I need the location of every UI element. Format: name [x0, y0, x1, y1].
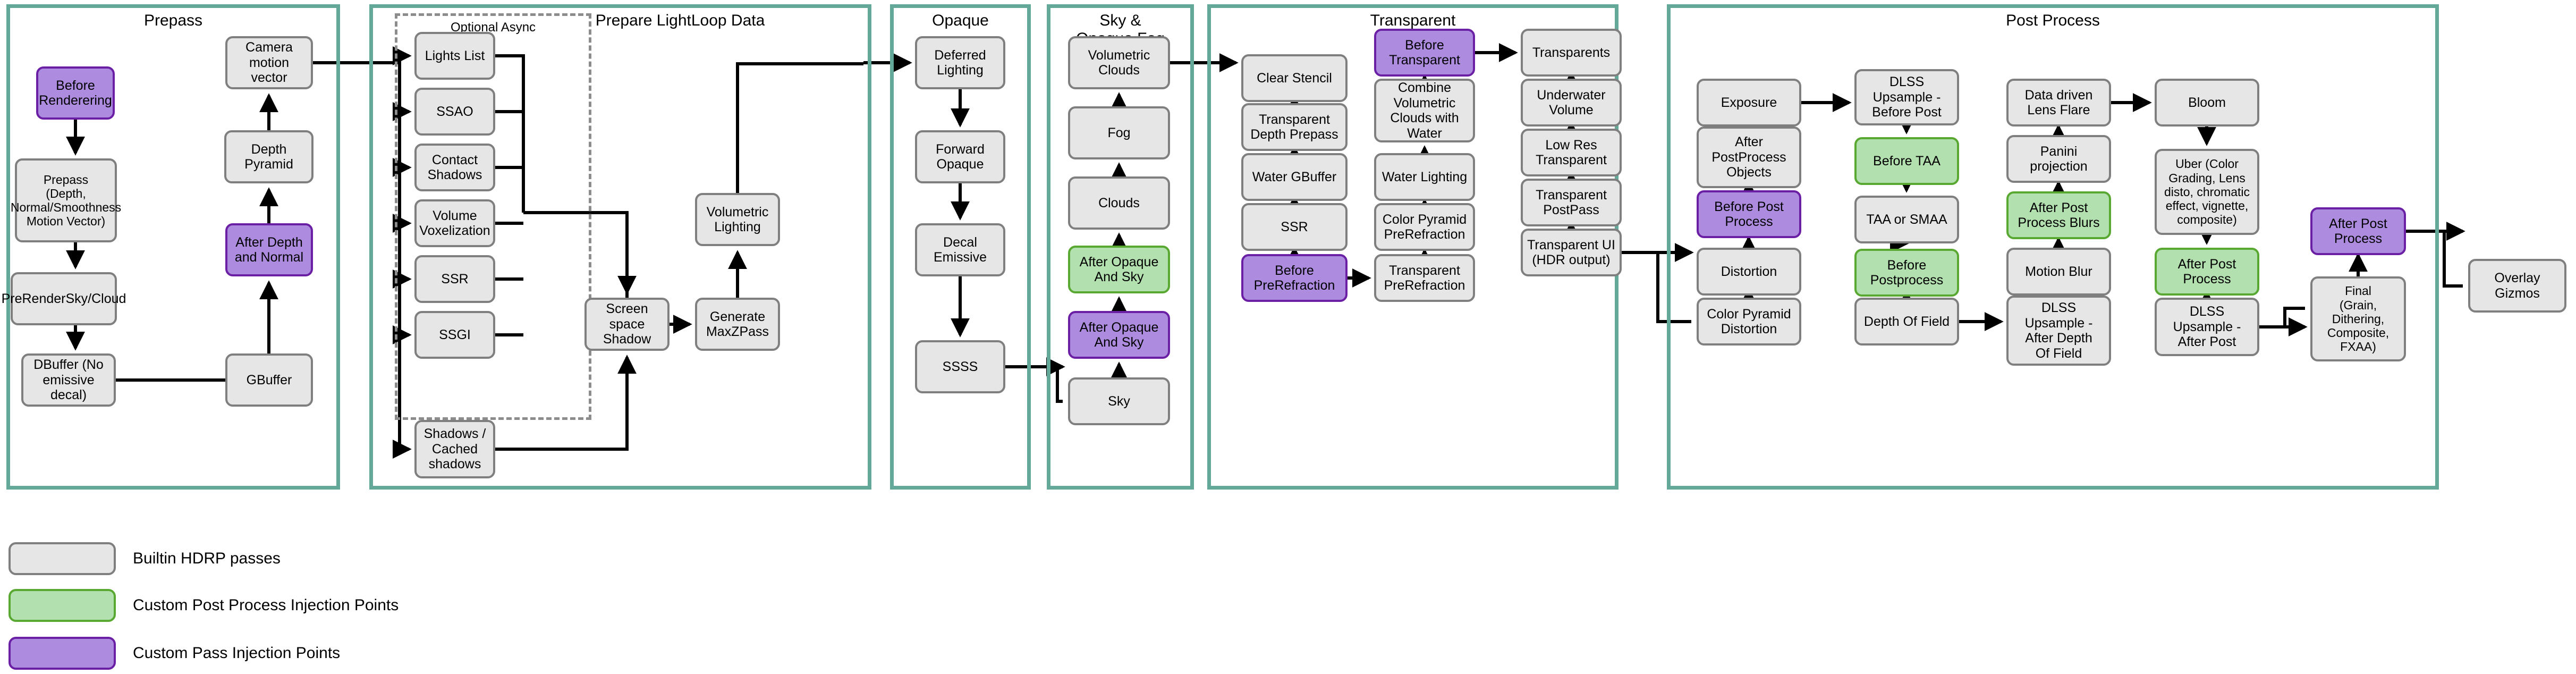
- node-ssss[interactable]: SSSS: [915, 340, 1005, 393]
- node-sky[interactable]: Sky: [1068, 377, 1170, 425]
- node-transparent-ui[interactable]: Transparent UI(HDR output): [1521, 229, 1622, 276]
- node-decal-emissive[interactable]: Decal Emissive: [915, 223, 1005, 276]
- legend-swatch-builtin: [9, 542, 116, 575]
- node-lights-list[interactable]: Lights List: [414, 32, 495, 80]
- node-distortion[interactable]: Distortion: [1697, 248, 1801, 296]
- group-title-lightloop: Prepare LightLoop Data: [595, 12, 765, 29]
- group-opaque: [890, 4, 1031, 490]
- legend-swatch-green: [9, 589, 116, 622]
- node-bloom[interactable]: Bloom: [2155, 79, 2259, 127]
- node-clear-stencil[interactable]: Clear Stencil: [1241, 54, 1348, 102]
- legend-label-green: Custom Post Process Injection Points: [133, 596, 399, 614]
- group-title-transparent: Transparent: [1370, 12, 1456, 29]
- node-water-gbuffer[interactable]: Water GBuffer: [1241, 153, 1348, 201]
- node-ssr-transparent[interactable]: SSR: [1241, 203, 1348, 251]
- node-depth-pyramid[interactable]: Depth Pyramid: [224, 130, 313, 183]
- group-prepass: [6, 4, 340, 490]
- node-fog[interactable]: Fog: [1068, 106, 1170, 159]
- group-title-prepass: Prepass: [143, 12, 203, 29]
- node-water-lighting[interactable]: Water Lighting: [1374, 153, 1475, 201]
- node-taa-smaa[interactable]: TAA or SMAA: [1854, 196, 1959, 243]
- node-clouds[interactable]: Clouds: [1068, 176, 1170, 230]
- legend-swatch-purple: [9, 637, 116, 670]
- optional-async-container: [395, 13, 591, 420]
- group-skyfog: [1047, 4, 1194, 490]
- group-title-opaque: Opaque: [932, 12, 989, 29]
- node-gbuffer[interactable]: GBuffer: [225, 353, 313, 407]
- node-depth-of-field[interactable]: Depth Of Field: [1854, 298, 1959, 346]
- node-ssao[interactable]: SSAO: [414, 88, 495, 136]
- node-final-grain[interactable]: Final(Grain,Dithering,Composite,FXAA): [2310, 276, 2406, 361]
- node-before-taa[interactable]: Before TAA: [1854, 137, 1959, 185]
- node-motion-blur[interactable]: Motion Blur: [2006, 248, 2111, 296]
- node-prerendersky[interactable]: PreRenderSky/Cloud: [2, 272, 126, 325]
- group-lightloop: [369, 4, 871, 490]
- node-ssgi[interactable]: SSGI: [414, 311, 495, 359]
- node-transparents[interactable]: Transparents: [1521, 29, 1622, 77]
- legend-label-purple: Custom Pass Injection Points: [133, 644, 341, 662]
- legend-label-builtin: Builtin HDRP passes: [133, 550, 281, 567]
- group-title-postprocess: Post Process: [2006, 12, 2100, 29]
- node-exposure[interactable]: Exposure: [1697, 79, 1801, 127]
- group-postprocess: [1667, 4, 2439, 490]
- node-ssr-async[interactable]: SSR: [414, 255, 495, 303]
